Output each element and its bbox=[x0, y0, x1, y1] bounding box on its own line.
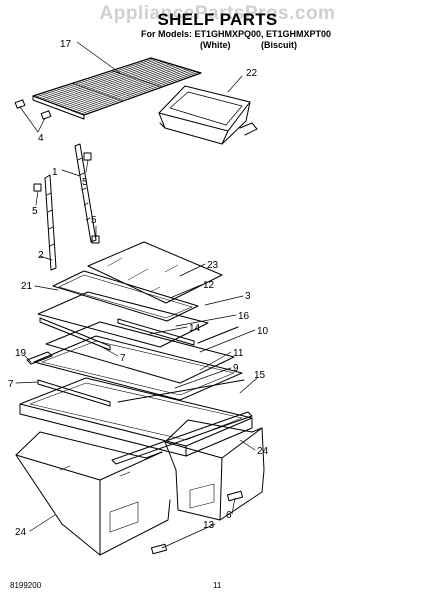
wire-crossbar bbox=[111, 70, 163, 88]
callout-19: 19 bbox=[15, 348, 27, 359]
models-line: For Models: ET1GHMXPQ00, ET1GHMXPT00 bbox=[141, 29, 332, 39]
crisper-cover-glass-part bbox=[45, 321, 235, 384]
callout-3: 3 bbox=[245, 291, 251, 302]
callout-5-left: 5 bbox=[32, 206, 38, 217]
glass-shelf-part bbox=[37, 291, 209, 348]
callout-13: 13 bbox=[203, 520, 215, 531]
callout-22: 22 bbox=[246, 68, 258, 79]
page-title: SHELF PARTS bbox=[157, 10, 278, 29]
callout-1: 1 bbox=[52, 167, 58, 178]
crisper-drawer-left-part bbox=[15, 431, 171, 556]
wire-rod bbox=[52, 63, 171, 104]
callout-17: 17 bbox=[60, 39, 72, 50]
callout-14: 14 bbox=[189, 323, 201, 334]
callout-24-left: 24 bbox=[15, 527, 27, 538]
callout-7-upper: 7 bbox=[120, 353, 126, 364]
wire-rod bbox=[41, 60, 160, 100]
shelf-ladder-left-part bbox=[33, 174, 57, 271]
callout-10: 10 bbox=[257, 326, 269, 337]
drawer-stop-part bbox=[150, 490, 244, 555]
wire-rod bbox=[35, 58, 155, 98]
watermark: AppliancePartsPros.com bbox=[99, 3, 336, 24]
wire-rod bbox=[55, 64, 174, 105]
wire-rod bbox=[44, 61, 163, 101]
leader-lines bbox=[15, 41, 258, 549]
glass-shelf-panel-part bbox=[87, 241, 223, 304]
callout-labels: 17 22 4 1 5 5 5 2 23 12 21 3 16 14 10 7 … bbox=[8, 39, 269, 538]
callout-5-upper: 5 bbox=[82, 177, 88, 188]
callout-5-lower: 5 bbox=[91, 215, 97, 226]
dairy-bin-part bbox=[158, 85, 258, 145]
crisper-frame-part bbox=[19, 377, 253, 457]
wire-rod bbox=[61, 66, 180, 107]
wire-rod bbox=[58, 65, 177, 106]
crisper-front-trim-part bbox=[111, 411, 253, 465]
wire-rod bbox=[72, 69, 191, 112]
wire-rod bbox=[38, 59, 157, 99]
callout-24-right: 24 bbox=[257, 446, 269, 457]
wire-rod bbox=[69, 68, 188, 111]
callout-6: 6 bbox=[226, 510, 232, 521]
wire-rod bbox=[78, 71, 196, 114]
shelf-ladder-right-part bbox=[74, 143, 100, 244]
wire-rod bbox=[63, 66, 182, 108]
crisper-cover-frame-part bbox=[33, 335, 243, 401]
upper-shelf-frame-part bbox=[52, 270, 199, 322]
callout-2: 2 bbox=[38, 250, 44, 261]
wire-rod bbox=[75, 70, 193, 113]
variant-biscuit: (Biscuit) bbox=[261, 40, 297, 50]
callout-16: 16 bbox=[238, 311, 250, 322]
callout-9: 9 bbox=[233, 363, 239, 374]
crisper-cover-trim-part bbox=[26, 351, 245, 407]
wire-rod bbox=[80, 71, 199, 115]
callout-12: 12 bbox=[203, 280, 215, 291]
callout-4: 4 bbox=[38, 133, 44, 144]
crisper-drawer-right-part bbox=[164, 419, 265, 521]
shelf-rail-part bbox=[39, 317, 239, 351]
wire-rod bbox=[66, 67, 185, 109]
wire-crossbar bbox=[72, 83, 124, 102]
wire-shelf-part bbox=[32, 57, 202, 120]
document-number: 8199200 bbox=[10, 581, 42, 590]
callout-21: 21 bbox=[21, 281, 33, 292]
callout-11: 11 bbox=[233, 348, 244, 359]
callout-7-lower: 7 bbox=[8, 379, 14, 390]
shelf-stud-part bbox=[14, 99, 52, 120]
wire-rod bbox=[49, 62, 168, 103]
callout-15: 15 bbox=[254, 370, 266, 381]
variant-white: (White) bbox=[200, 40, 231, 50]
wire-rod bbox=[46, 61, 166, 102]
page-number: 11 bbox=[213, 581, 222, 590]
callout-23: 23 bbox=[207, 260, 219, 271]
